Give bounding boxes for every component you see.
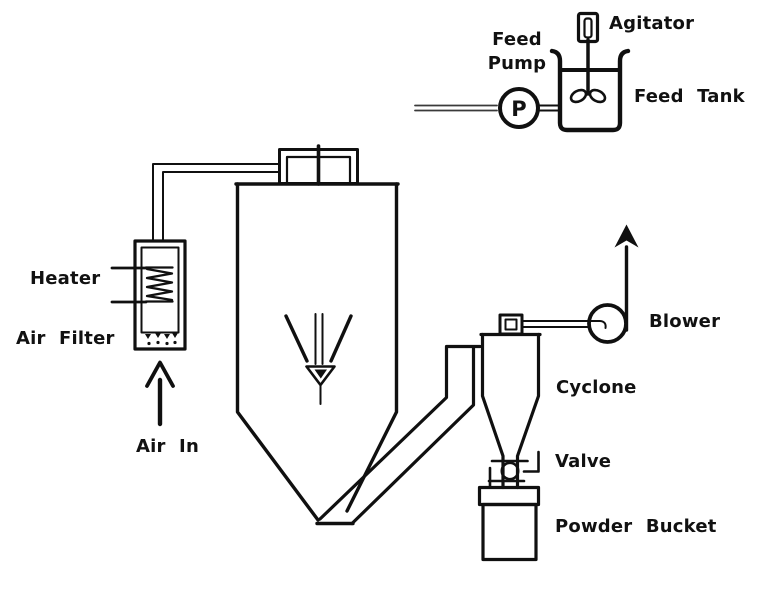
label-air-filter: Air Filter — [16, 328, 115, 349]
cyclone-outlet-port — [498, 313, 524, 336]
blower-symbol — [587, 303, 628, 344]
powder-bucket-symbol — [477, 485, 541, 562]
arrowhead — [614, 224, 639, 248]
label-cyclone: Cyclone — [556, 377, 637, 398]
rotary-valve-symbol — [487, 450, 540, 488]
label-valve: Valve — [555, 451, 612, 472]
spray-arm-right — [329, 314, 353, 363]
label-powder-bucket: Powder Bucket — [555, 516, 717, 537]
heater-unit-symbol — [110, 239, 187, 351]
chamber-right-wall — [345, 182, 399, 513]
chamber-left-wall — [235, 182, 320, 522]
label-feed-tank: Feed Tank — [634, 86, 745, 107]
impeller-blade-right — [588, 88, 607, 104]
label-air-in: Air In — [136, 436, 199, 457]
feed-tank-symbol — [549, 48, 631, 133]
cyclone-to-blower-pipe — [521, 320, 607, 329]
label-heater: Heater — [30, 268, 101, 289]
agitator-symbol — [569, 11, 607, 104]
filter-media-speckles — [145, 333, 178, 346]
pump-letter: P — [511, 97, 526, 121]
air-in-arrow — [145, 360, 175, 427]
bucket-lid — [477, 485, 541, 507]
atomizer-nozzle — [284, 313, 353, 405]
air-pipe — [152, 163, 281, 242]
label-agitator: Agitator — [609, 13, 695, 34]
label-blower: Blower — [649, 311, 721, 332]
agitator-motor — [576, 11, 600, 44]
spray-arm-left — [284, 314, 309, 363]
exhaust-arrow — [614, 224, 639, 332]
spray-chamber — [234, 144, 400, 526]
duct-chamber-to-cyclone — [318, 344, 482, 526]
label-feed-pump: Feed Pump — [487, 29, 547, 74]
impeller-blade-left — [569, 88, 588, 104]
bucket-body — [481, 502, 538, 562]
feed-line — [414, 104, 560, 112]
feed-pump-symbol: P — [498, 87, 540, 129]
heater-coil — [144, 266, 174, 303]
